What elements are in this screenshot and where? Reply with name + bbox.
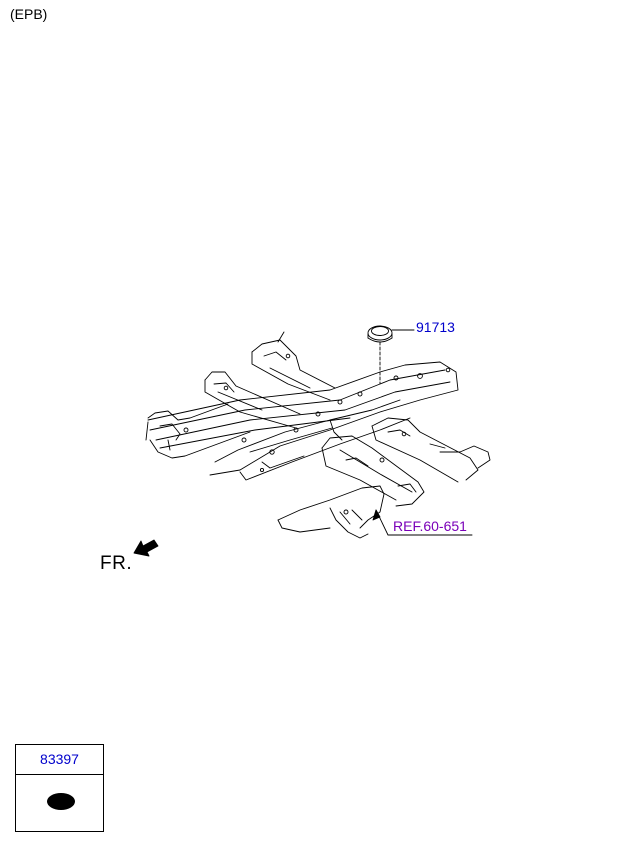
variant-label: (EPB) <box>10 6 48 22</box>
floor-structure-drawing <box>145 331 491 539</box>
legend-divider <box>16 774 103 775</box>
grommet-icon <box>367 325 393 343</box>
reference-link[interactable]: REF.60-651 <box>393 518 467 534</box>
arrow-down-left-icon <box>133 539 159 557</box>
legend-box: 83397 <box>15 744 104 832</box>
front-direction-label: FR. <box>100 553 133 574</box>
plug-icon <box>47 793 75 810</box>
grommet-part-number[interactable]: 91713 <box>416 319 455 335</box>
legend-part-number[interactable]: 83397 <box>40 751 79 767</box>
reference-leader-arrowhead <box>372 509 381 521</box>
